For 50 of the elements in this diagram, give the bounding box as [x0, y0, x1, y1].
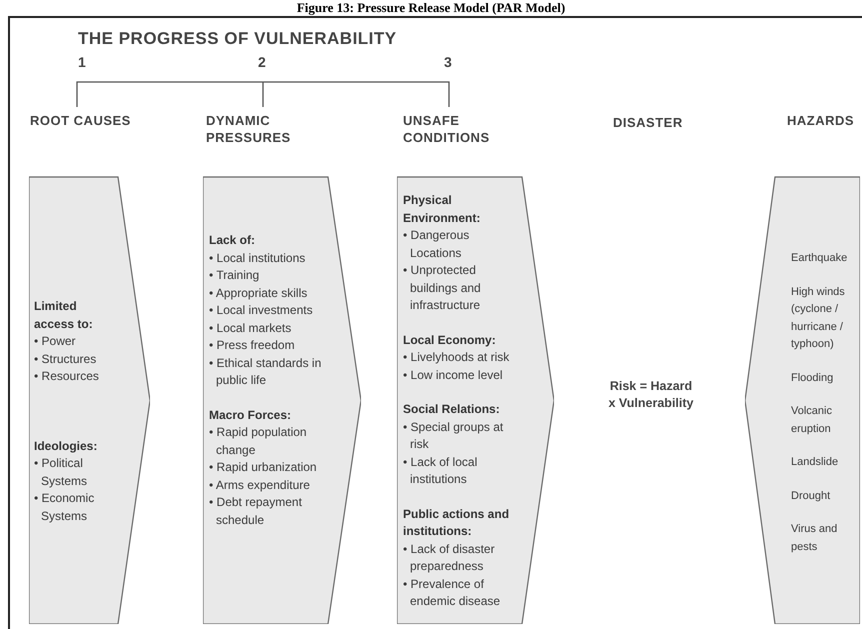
- list-item: Flooding: [791, 370, 834, 386]
- list-item: • Political Systems: [34, 455, 88, 490]
- group-heading: Limited access to:: [34, 298, 94, 332]
- column-heading: UNSAFE CONDITIONS: [403, 112, 491, 146]
- step-number: 2: [258, 53, 266, 72]
- figure-title: Figure 13: Pressure Release Model (PAR Model): [296, 0, 566, 15]
- list-item: Virus and pests: [791, 522, 838, 554]
- list-item: • Power: [34, 333, 77, 350]
- group-heading: Physical Environment:: [403, 192, 482, 226]
- list-item: • Special groups at risk: [403, 418, 504, 453]
- list-item: • Low income level: [403, 366, 504, 384]
- list-item: • Resources: [34, 368, 100, 385]
- group-heading: Local Economy:: [403, 332, 497, 348]
- section-heading: THE PROGRESS OF VULNERABILITY: [78, 28, 397, 50]
- list-item: • Rapid urbanization: [209, 459, 318, 476]
- list-item: High winds (cyclone / hurricane / typhoon): [791, 284, 846, 352]
- list-item: • Lack of local institutions: [403, 454, 478, 488]
- group-heading: Social Relations:: [403, 401, 501, 418]
- step-number: 3: [444, 53, 452, 72]
- list-item: • Training: [209, 267, 260, 284]
- list-item: • Arms expenditure: [209, 476, 311, 494]
- group-heading: Ideologies:: [34, 438, 98, 454]
- group-heading: Lack of:: [209, 232, 256, 249]
- step-number: 1: [78, 53, 86, 72]
- list-item: • Local investments: [209, 302, 314, 319]
- list-item: • Rapid population change: [209, 424, 308, 458]
- group-heading: Macro Forces:: [209, 406, 292, 424]
- column-heading: ROOT CAUSES: [30, 112, 132, 129]
- list-item: • Local markets: [209, 320, 292, 336]
- list-item: • Appropriate skills: [209, 284, 308, 302]
- list-item: Drought: [791, 488, 832, 504]
- list-item: • Structures: [34, 350, 98, 368]
- list-item: Earthquake: [791, 251, 848, 266]
- column-heading: HAZARDS: [787, 112, 856, 129]
- list-item: • Unprotected buildings and infrastructure: [403, 262, 482, 314]
- list-item: • Press freedom: [209, 337, 296, 354]
- list-item: • Ethical standards in public life: [209, 354, 322, 389]
- group-heading: Public actions and institutions:: [403, 506, 510, 540]
- list-item: • Livelyhoods at risk: [403, 349, 510, 366]
- list-item: • Local institutions: [209, 250, 306, 266]
- list-item: • Economic Systems: [34, 490, 96, 524]
- risk-equation: Risk = Hazard x Vulnerability: [608, 378, 694, 412]
- list-item: • Debt repayment schedule: [209, 494, 303, 528]
- list-item: • Dangerous Locations: [403, 227, 470, 262]
- list-item: • Prevalence of endemic disease: [403, 576, 502, 610]
- column-heading: DYNAMIC PRESSURES: [206, 112, 292, 146]
- list-item: Landslide: [791, 455, 840, 470]
- list-item: Volcanic eruption: [791, 404, 833, 436]
- list-item: • Lack of disaster preparedness: [403, 540, 496, 575]
- column-heading: DISASTER: [613, 114, 683, 132]
